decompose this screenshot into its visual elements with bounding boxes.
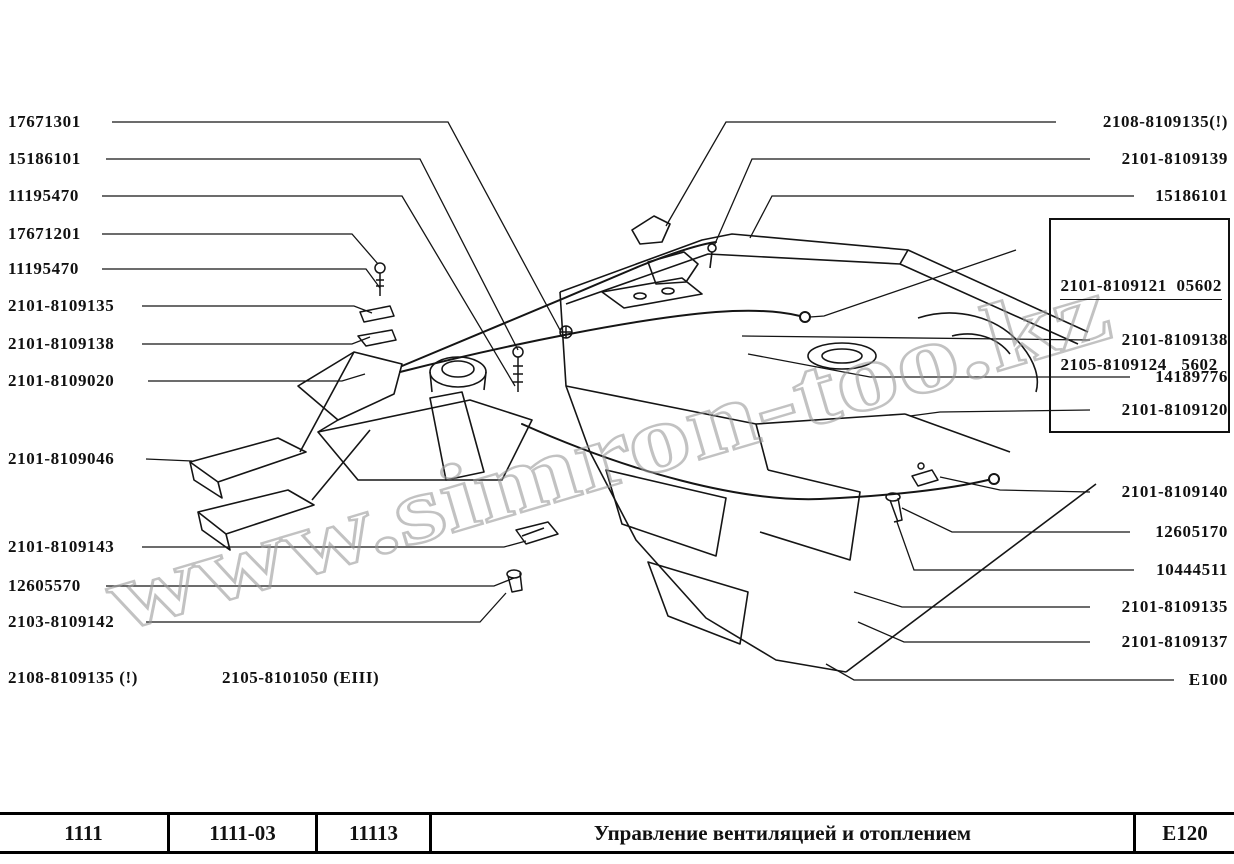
part-label: 15186101: [8, 149, 81, 168]
part-label: 2101-8109120: [1121, 400, 1228, 419]
part-label: 14189776: [1155, 367, 1228, 386]
heater-control-unit-art: [297, 351, 533, 501]
part-label: 2101-8109020: [8, 371, 115, 390]
part-label: 2108-8109135(!): [1102, 112, 1228, 131]
part-label: 12605570: [8, 576, 81, 595]
model-code-cell: 1111-03: [170, 815, 318, 851]
part-label: 2101-8109143: [8, 537, 115, 556]
part-label: 2101-8109046: [8, 449, 115, 468]
part-label-box: 2101-8109121 05602 2105-8109124 5602: [1049, 218, 1230, 433]
body-panel-art: [559, 233, 1097, 673]
part-label: 12605170: [1155, 522, 1228, 541]
part-label: 2101-8109138: [1121, 330, 1228, 349]
part-label: 2101-8109140: [1121, 482, 1228, 501]
model-code-cell: 1111: [0, 815, 170, 851]
bracket-art: [601, 215, 717, 309]
applicability-note: 2108-8109135 (!): [8, 668, 138, 687]
watermark-text: www.simron-too.kz: [94, 254, 1122, 652]
part-label: 15186101: [1155, 186, 1228, 205]
heater-control-diagram: www.simron-too.kz: [93, 121, 1174, 681]
part-label: 2101-8109137: [1121, 632, 1228, 651]
part-label: 11195470: [8, 259, 79, 278]
part-label: 2101-8109135: [8, 296, 115, 315]
part-label: 2101-8109139: [1121, 149, 1228, 168]
part-label: 2105-8109124 5602: [1060, 355, 1218, 374]
part-label: 17671201: [8, 224, 81, 243]
part-label: 10444511: [1156, 560, 1228, 579]
part-label: E100: [1188, 670, 1228, 689]
part-label: 2101-8109135: [1121, 597, 1228, 616]
part-label: 11195470: [8, 186, 79, 205]
fasteners-art: [357, 262, 939, 593]
title-block: 1111 1111-03 11113 Управление вентиляцие…: [0, 812, 1234, 854]
part-label: 2101-8109138: [8, 334, 115, 353]
model-code-cell: 11113: [318, 815, 432, 851]
part-label: 2101-8109121 05602: [1060, 273, 1222, 300]
part-label: 2103-8109142: [8, 612, 115, 631]
watermark: www.simron-too.kz: [93, 253, 1123, 653]
leader-lines: [102, 121, 1174, 681]
section-title: Управление вентиляцией и отоплением: [432, 815, 1136, 851]
lever-handles-art: [189, 437, 315, 551]
applicability-note: 2105-8101050 (ЕIII): [222, 668, 380, 687]
page-code: E120: [1162, 820, 1208, 845]
part-label: 17671301: [8, 112, 81, 131]
